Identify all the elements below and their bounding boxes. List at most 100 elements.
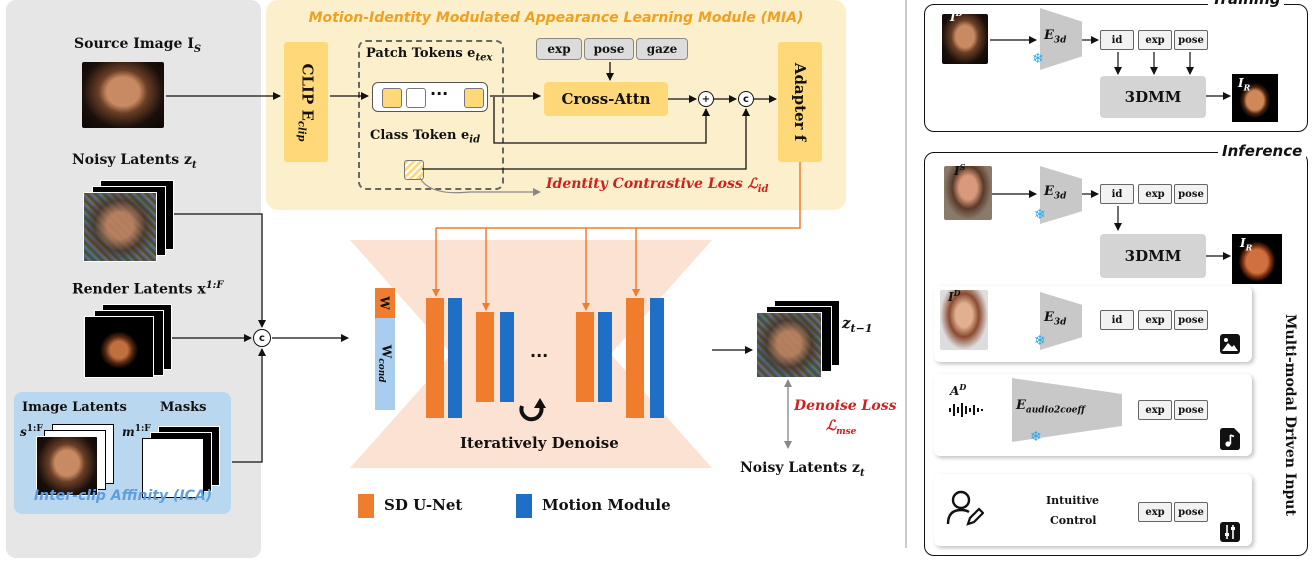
clip-encoder: CLIP Eclip (284, 42, 328, 162)
motion-block-3 (598, 312, 612, 402)
legend-motion-label: Motion Module (542, 496, 671, 514)
driving-image-label: ID (948, 288, 961, 304)
training-3dmm-box: 3DMM (1100, 76, 1206, 118)
patch-tokens-label: Patch Tokens etex (366, 46, 493, 64)
inference-source-image (944, 166, 992, 220)
cond-exp-box: exp (536, 38, 582, 60)
training-exp-box: exp (1138, 30, 1172, 50)
multimodal-label: Multi-modal Driven Input (1282, 314, 1299, 516)
training-panel (924, 4, 1308, 132)
image-latents-label: Image Latents (22, 400, 127, 415)
cond-gaze-box: gaze (636, 38, 688, 60)
training-encoder-label: E3d (1044, 28, 1067, 46)
patch-token-n (464, 88, 484, 108)
inference-output-label: IR (1240, 236, 1253, 253)
noisy-latents-label: Noisy Latents zt (72, 152, 197, 171)
mia-title: Motion-Identity Modulated Appearance Lea… (308, 10, 804, 26)
audio-encoder-label: Eaudio2coeff (1016, 398, 1085, 416)
w-box: W (375, 288, 395, 318)
training-pose-box: pose (1174, 30, 1208, 50)
sd-unet-block-3 (576, 312, 594, 402)
legend-sd-swatch (358, 494, 374, 518)
inference-title: Inference (1218, 142, 1307, 160)
identity-loss-label: Identity Contrastive Loss ℒid (546, 176, 769, 195)
patch-token-1 (382, 88, 402, 108)
sd-unet-block-1 (426, 298, 444, 418)
w-cond-box: Wcond (375, 318, 395, 410)
denoise-loss-symbol: ℒmse (826, 418, 857, 437)
inference-3dmm-box: 3DMM (1100, 234, 1206, 278)
inference-output-image (1232, 234, 1282, 284)
inference-encoder-label: E3d (1044, 184, 1067, 202)
snowflake-icon: ❄ (1030, 429, 1042, 445)
cross-attn-box: Cross-Attn (544, 82, 668, 116)
inference-panel (924, 152, 1308, 556)
driving-encoder-label: E3d (1044, 310, 1067, 328)
loop-arrow-icon (519, 398, 546, 422)
motion-block-2 (500, 312, 514, 402)
control-pose-box: pose (1174, 502, 1208, 522)
class-token-label: Class Token eid (370, 128, 481, 146)
snowflake-icon: ❄ (1034, 333, 1046, 349)
motion-block-4 (650, 298, 664, 418)
driving-exp-box: exp (1138, 310, 1172, 330)
sd-unet-block-2 (476, 312, 494, 402)
denoise-loss-label: Denoise Loss (794, 398, 897, 414)
source-image-label: Source Image IS (74, 36, 202, 55)
driving-id-box: id (1100, 310, 1134, 330)
audio-exp-box: exp (1138, 400, 1172, 420)
source-image (82, 62, 164, 128)
adapter-box: Adapter f (778, 42, 822, 162)
sliders-icon (1220, 522, 1240, 542)
inference-source-label: IS (954, 162, 966, 178)
user-edit-icon (946, 490, 984, 526)
output-latents-label: zt−1 (842, 314, 873, 335)
inference-id-box: id (1100, 184, 1134, 204)
training-input-image (942, 14, 988, 64)
legend-sd-label: SD U-Net (384, 496, 463, 514)
input-concat-operator: c (253, 329, 271, 347)
control-label: Control (1050, 514, 1097, 527)
target-noisy-latents-label: Noisy Latents zt (740, 460, 865, 479)
training-input-label: ID (950, 8, 963, 24)
snowflake-icon: ❄ (1034, 207, 1046, 223)
training-id-box: id (1100, 30, 1134, 50)
training-title: Training (1208, 0, 1285, 8)
image-latents-frame (36, 436, 98, 496)
inference-pose-box: pose (1174, 184, 1208, 204)
driving-image (940, 290, 988, 350)
music-file-icon (1220, 428, 1240, 450)
ica-label: Inter-clip Affinity (ICA) (33, 488, 213, 504)
sd-unet-block-4 (626, 298, 644, 418)
legend-motion-swatch (516, 494, 532, 518)
noisy-latents-frame (83, 192, 157, 262)
unet-dots: ... (530, 342, 549, 361)
training-output-image (1232, 74, 1278, 122)
image-icon (1220, 334, 1240, 354)
iteratively-denoise-label: Iteratively Denoise (460, 434, 619, 452)
intuitive-label: Intuitive (1046, 494, 1100, 507)
token-group (358, 40, 504, 190)
cond-pose-box: pose (584, 38, 634, 60)
patch-token-2 (406, 88, 426, 108)
audio-label: AD (950, 382, 967, 398)
control-exp-box: exp (1138, 502, 1172, 522)
snowflake-icon: ❄ (1032, 51, 1044, 67)
training-output-label: IR (1238, 76, 1251, 93)
driving-pose-box: pose (1174, 310, 1208, 330)
patch-token-dots: ··· (430, 84, 449, 103)
render-latents-frame (84, 316, 154, 378)
motion-block-1 (448, 298, 462, 418)
inference-exp-box: exp (1138, 184, 1172, 204)
class-token (404, 160, 424, 180)
output-latents-frame (756, 312, 822, 378)
plus-operator: + (698, 91, 714, 107)
render-latents-label: Render Latents x1:F (72, 280, 224, 298)
waveform-icon (949, 403, 983, 417)
audio-pose-box: pose (1174, 400, 1208, 420)
masks-symbol: m1:F (122, 424, 151, 439)
mia-concat-operator: c (738, 91, 754, 107)
masks-label: Masks (160, 400, 207, 415)
image-latents-symbol: s1:F (20, 424, 43, 439)
